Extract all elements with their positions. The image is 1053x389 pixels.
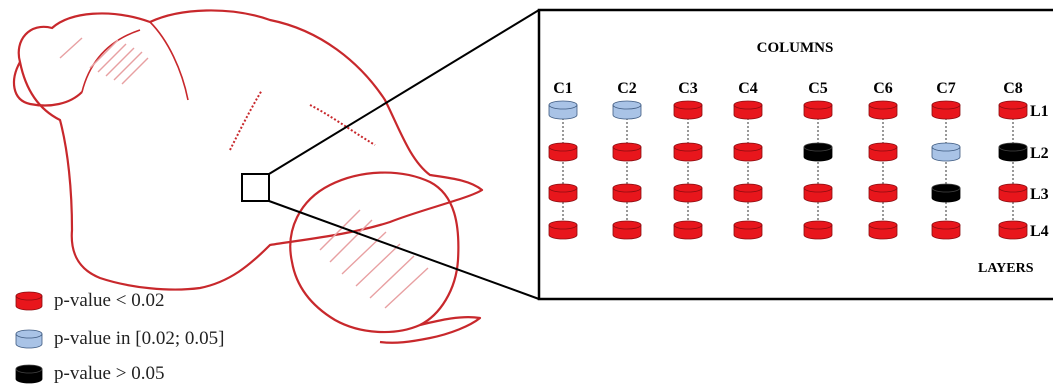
cylinder-red	[548, 220, 578, 240]
column-label: C1	[553, 80, 573, 97]
cylinder-red	[612, 142, 642, 162]
column-label: C7	[936, 80, 956, 97]
brain-illustration	[12, 9, 484, 344]
legend-label-blue: p-value in [0.02; 0.05]	[54, 328, 225, 349]
legend-item-black: p-value > 0.05	[14, 362, 164, 386]
layers-title: LAYERS	[978, 261, 1034, 276]
cylinder-red	[733, 100, 763, 120]
cylinder-red	[998, 183, 1028, 203]
cylinder-red	[803, 220, 833, 240]
black-cylinder-icon	[15, 364, 43, 384]
cylinder-red	[612, 220, 642, 240]
legend-item-red: p-value < 0.02	[14, 289, 164, 313]
column-labels: C1 C2 C3 C4 C5 C6 C7 C8	[553, 80, 1023, 97]
red-cylinder-icon	[15, 291, 43, 311]
legend-label-black: p-value > 0.05	[54, 363, 165, 384]
column-guide-lines	[562, 110, 1014, 230]
columns-title: COLUMNS	[757, 40, 834, 56]
cylinder-red	[803, 100, 833, 120]
column-label: C4	[738, 80, 758, 97]
cylinder-black	[998, 142, 1028, 162]
column-label: C2	[617, 80, 637, 97]
cylinder-red	[931, 220, 961, 240]
blue-cylinder-icon	[15, 329, 43, 349]
legend-label-red: p-value < 0.02	[54, 290, 165, 311]
column-label: C8	[1003, 80, 1023, 97]
olfactory-lobe	[12, 61, 83, 107]
brainstem-outline	[379, 316, 482, 344]
cylinder-red	[868, 220, 898, 240]
layer-label: L1	[1030, 103, 1049, 120]
cylinder-red	[673, 183, 703, 203]
cylinder-red	[733, 183, 763, 203]
column-label: C3	[678, 80, 698, 97]
cylinder-blue	[548, 100, 578, 120]
cylinder-red	[673, 220, 703, 240]
midline-fissure	[229, 89, 376, 151]
zoom-line-bottom	[268, 200, 540, 300]
cylinder-red	[868, 142, 898, 162]
cylinder-red	[733, 142, 763, 162]
legend-item-blue: p-value in [0.02; 0.05]	[14, 327, 224, 351]
cylinder-red	[548, 183, 578, 203]
cerebellum-outline	[289, 171, 460, 334]
inset-region-marker	[241, 173, 270, 202]
cylinder-red	[868, 183, 898, 203]
cylinder-red	[803, 183, 833, 203]
cylinder-red	[612, 183, 642, 203]
cylinder-red	[733, 220, 763, 240]
cortex-ridge	[81, 21, 189, 101]
cylinder-blue	[612, 100, 642, 120]
layer-label: L4	[1030, 223, 1049, 240]
cylinder-red	[868, 100, 898, 120]
cylinder-grid	[548, 100, 1028, 240]
column-label: C5	[808, 80, 828, 97]
cylinder-red	[673, 142, 703, 162]
brain-hemisphere-outline	[17, 9, 484, 291]
cylinder-red	[998, 100, 1028, 120]
cylinder-black	[803, 142, 833, 162]
cylinder-red	[998, 220, 1028, 240]
cylinder-blue	[931, 142, 961, 162]
zoom-line-top	[268, 9, 540, 175]
column-label: C6	[873, 80, 893, 97]
cylinder-red	[548, 142, 578, 162]
cylinder-black	[931, 183, 961, 203]
cylinder-red	[931, 100, 961, 120]
layer-label: L3	[1030, 186, 1049, 203]
layer-label: L2	[1030, 145, 1049, 162]
cylinder-red	[673, 100, 703, 120]
